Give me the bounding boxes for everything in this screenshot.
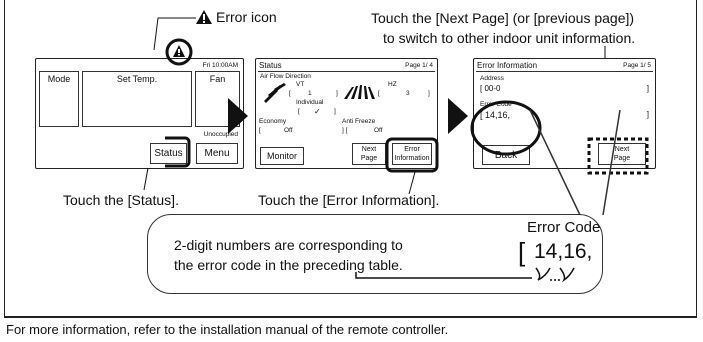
individual-bracket-close: ] bbox=[334, 108, 336, 115]
error-info-leader-line bbox=[408, 172, 416, 195]
figure-frame bbox=[4, 0, 697, 317]
screen1-caption: Touch the [Status]. bbox=[63, 192, 179, 208]
mode-label: Mode bbox=[47, 74, 71, 84]
unoccupied-label: Unoccupied bbox=[203, 131, 238, 138]
next-page-2-label-1: Next bbox=[614, 146, 630, 153]
vt-bracket-open: [ bbox=[289, 90, 291, 97]
screen1-highlights bbox=[165, 38, 193, 168]
error-information-screen: Error Information Page 1/ 5 Address [ 00… bbox=[473, 58, 656, 169]
mode-button[interactable]: Mode bbox=[39, 71, 79, 127]
screen2-caption: Touch the [Error Information]. bbox=[258, 192, 440, 208]
next-page-hint-line2: to switch to other indoor unit informati… bbox=[383, 30, 636, 46]
next-page-2-label-2: Page bbox=[613, 155, 631, 162]
economy-bracket-open: [ bbox=[259, 127, 261, 134]
address-value: [ 00-0 bbox=[480, 84, 501, 93]
economy-bracket-close: ] [ bbox=[342, 127, 348, 134]
vertical-louver-icon bbox=[264, 83, 286, 103]
callout-text-line2: the error code in the preceding table. bbox=[174, 257, 403, 273]
vt-bracket-close: ] bbox=[336, 90, 338, 97]
individual-label: Individual bbox=[296, 99, 324, 106]
callout-text-line1: 2-digit numbers are corresponding to bbox=[174, 237, 403, 253]
menu-button[interactable]: Menu bbox=[196, 143, 238, 164]
individual-check-icon: ✓ bbox=[314, 107, 321, 116]
error-info-label-1: Error bbox=[404, 146, 420, 153]
error-code-value: [ 14,16, bbox=[480, 110, 511, 120]
individual-bracket-open: [ bbox=[298, 108, 300, 115]
economy-label: Economy bbox=[259, 118, 287, 125]
anti-freeze-value: Off bbox=[374, 127, 383, 134]
status-title: Status bbox=[259, 61, 282, 70]
arrow-right-icon bbox=[228, 98, 248, 134]
monitor-button[interactable]: Monitor bbox=[260, 147, 304, 165]
set-temp-button[interactable]: Set Temp. bbox=[82, 71, 192, 127]
next-page-hint-line1: Touch the [Next Page] (or [previous page… bbox=[371, 10, 635, 26]
economy-value: Off bbox=[284, 127, 293, 134]
error-info-highlight bbox=[385, 137, 439, 173]
callout-error-code-value: 14,16, bbox=[534, 240, 593, 263]
next-page-label-1: Next bbox=[361, 146, 377, 153]
hz-value: 3 bbox=[406, 90, 410, 97]
address-bracket-close: ] bbox=[646, 84, 649, 93]
error-info-title: Error Information bbox=[477, 61, 538, 70]
footer-text: For more information, refer to the insta… bbox=[6, 322, 449, 337]
set-temp-label: Set Temp. bbox=[116, 74, 158, 84]
remote-main-screen: Fri 10:00AM Mode Set Temp. Fan Unoccupie… bbox=[35, 58, 244, 169]
anti-freeze-label: Anti Freeze bbox=[342, 118, 376, 125]
callout-connector bbox=[355, 267, 575, 283]
error-info-page-indicator: Page 1/ 5 bbox=[623, 62, 651, 69]
next-page-label-2: Page bbox=[360, 155, 378, 162]
vt-label: VT bbox=[296, 81, 305, 88]
error-icon bbox=[196, 10, 212, 24]
monitor-button-label: Monitor bbox=[266, 150, 297, 161]
error-icon-leader-line bbox=[153, 17, 196, 51]
air-flow-direction-label: Air Flow Direction bbox=[260, 73, 311, 80]
hz-label: HZ bbox=[388, 81, 397, 88]
status-leader-line bbox=[143, 167, 149, 191]
status-button[interactable]: Status bbox=[150, 143, 187, 164]
status-button-label: Status bbox=[154, 148, 183, 159]
address-label: Address bbox=[480, 75, 504, 82]
status-screen: Status Page 1/ 4 Air Flow Direction VT [… bbox=[255, 58, 438, 169]
fan-label: Fan bbox=[209, 74, 226, 84]
error-code-bracket-close: ] bbox=[646, 110, 649, 119]
callout-tail bbox=[529, 109, 621, 216]
clock-display: Fri 10:00AM bbox=[202, 62, 238, 69]
error-info-label-2: Information bbox=[394, 155, 430, 162]
error-icon-label: Error icon bbox=[216, 9, 277, 25]
status-page-indicator: Page 1/ 4 bbox=[405, 62, 433, 69]
hz-bracket-open: [ bbox=[378, 90, 380, 97]
error-code-callout: 2-digit numbers are corresponding to the… bbox=[147, 214, 603, 294]
arrow-right-icon-2 bbox=[448, 98, 468, 134]
error-info-highlights bbox=[470, 100, 649, 175]
horizontal-louver-icon bbox=[344, 85, 375, 99]
vt-value: 1 bbox=[308, 90, 312, 97]
callout-error-code-title: Error Code bbox=[527, 219, 601, 236]
callout-error-code-bracket: [ bbox=[518, 237, 526, 267]
menu-button-label: Menu bbox=[204, 148, 230, 159]
hz-bracket-close: ] bbox=[428, 90, 430, 97]
